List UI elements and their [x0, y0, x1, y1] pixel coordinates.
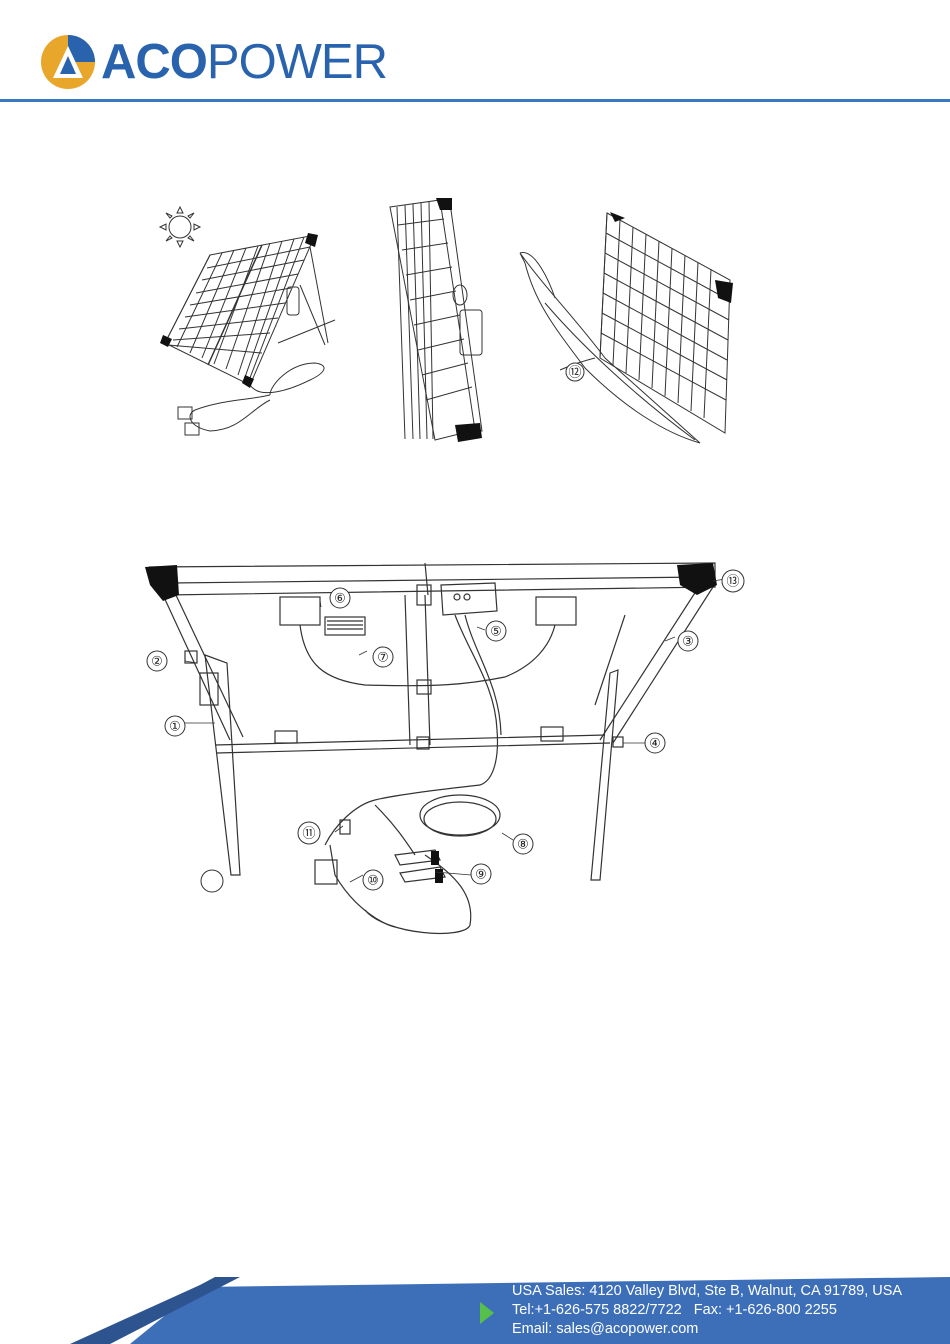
callout-10: ⑩	[367, 874, 379, 889]
callout-7: ⑦	[377, 651, 389, 666]
callout-3: ③	[682, 635, 694, 650]
footer-address: USA Sales: 4120 Valley Blvd, Ste B, Waln…	[512, 1282, 902, 1301]
callout-1: ①	[169, 720, 181, 735]
callout-8: ⑧	[517, 838, 529, 853]
callout-5: ⑤	[490, 625, 502, 640]
header-divider	[0, 99, 950, 102]
callout-11: ⑪	[302, 827, 315, 842]
rear-view-diagram: ① ② ③ ④ ⑤ ⑥ ⑦ ⑧ ⑨ ⑩ ⑪ ⑬	[135, 555, 755, 945]
footer-contact: USA Sales: 4120 Valley Blvd, Ste B, Waln…	[512, 1282, 902, 1339]
callout-13: ⑬	[726, 575, 739, 590]
callout-2: ②	[151, 655, 163, 670]
callout-9: ⑨	[475, 868, 487, 883]
panel-bag-illustration: ⑫	[515, 208, 745, 453]
folded-panel-illustration	[380, 195, 500, 450]
brand-name: ACOPOWER	[101, 32, 387, 92]
callout-6: ⑥	[334, 592, 346, 607]
callout-12: ⑫	[568, 366, 581, 381]
play-arrow-icon	[480, 1302, 494, 1324]
acopower-logo-icon	[38, 32, 98, 92]
footer-phone: Tel:+1-626-575 8822/7722 Fax: +1-626-800…	[512, 1301, 902, 1320]
deployed-panel-illustration	[150, 195, 350, 450]
footer-email: Email: sales@acopower.com	[512, 1320, 902, 1339]
callout-4: ④	[649, 737, 661, 752]
